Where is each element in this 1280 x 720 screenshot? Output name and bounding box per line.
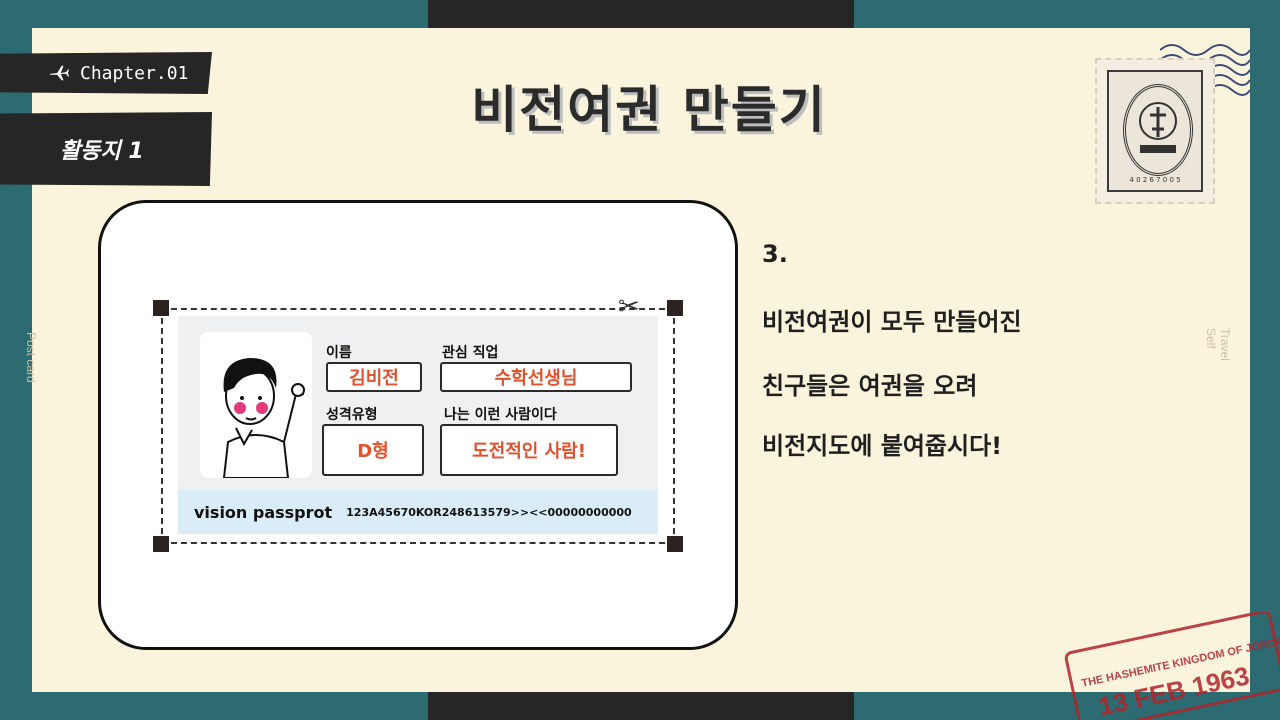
cut-corner-top-right — [667, 300, 683, 316]
type-label: 성격유형 — [326, 407, 378, 423]
portrait-illustration — [200, 332, 312, 479]
student-avatar — [222, 358, 305, 479]
stamp-emblem-icon — [1123, 84, 1193, 176]
cut-guide-line — [161, 308, 675, 544]
instruction-line-2: 친구들은 여권을 오려 — [762, 372, 978, 400]
crest-icon — [1139, 102, 1177, 153]
vision-passport: 이름 김비전 관심 직업 수학선생님 성격유형 D형 나는 이런 사람이다 도전… — [178, 316, 658, 534]
cut-corner-top-left — [153, 300, 169, 316]
motto-value-box: 도전적인 사람! — [440, 424, 618, 476]
motto-value: 도전적인 사람! — [472, 441, 586, 462]
postage-stamp: 4 0 2 6 7 0 0 5 — [1095, 58, 1215, 204]
type-value: D형 — [357, 441, 389, 462]
instruction-line-1: 비전여권이 모두 만들어진 — [762, 308, 1022, 336]
name-value: 김비전 — [349, 368, 399, 389]
cut-corner-bottom-left — [153, 536, 169, 552]
job-label: 관심 직업 — [442, 345, 499, 361]
machine-readable-zone: vision passprot 123A45670KOR248613579>><… — [178, 490, 658, 534]
job-value-box: 수학선생님 — [440, 362, 632, 392]
stamp-number: 4 0 2 6 7 0 0 5 — [1129, 176, 1181, 184]
job-value: 수학선생님 — [494, 368, 578, 389]
activity-label: 활동지 1 — [60, 139, 144, 164]
motto-label: 나는 이런 사람이다 — [444, 407, 557, 423]
type-value-box: D형 — [322, 424, 424, 476]
stamp-inner: 4 0 2 6 7 0 0 5 — [1107, 70, 1203, 192]
side-label-left: Post card — [24, 332, 38, 383]
postmark-stamp-icon: THE HASHEMITE KINGDOM OF JORDAN 13 FEB 1… — [1064, 612, 1280, 720]
mrz-title: vision passprot — [194, 502, 333, 522]
scissors-icon: ✂ — [618, 292, 640, 322]
name-value-box: 김비전 — [326, 362, 422, 392]
bottom-decor-bar — [428, 692, 854, 720]
side-label-right: Travel Self — [1204, 328, 1232, 361]
page-title: 비전여권 만들기 — [471, 81, 827, 139]
chapter-label: Chapter.01 — [80, 62, 189, 84]
airplane-icon — [50, 65, 69, 81]
instruction-step: 3. — [762, 240, 788, 268]
top-decor-bar — [428, 0, 854, 28]
activity-tag: 활동지 1 — [0, 112, 212, 186]
mrz-code: 123A45670KOR248613579>><<00000000000 — [346, 505, 632, 519]
instruction-line-3: 비전지도에 붙여줍시다! — [762, 432, 1003, 460]
chapter-tag: Chapter.01 — [0, 52, 212, 94]
cut-corner-bottom-right — [667, 536, 683, 552]
name-label: 이름 — [326, 345, 352, 361]
